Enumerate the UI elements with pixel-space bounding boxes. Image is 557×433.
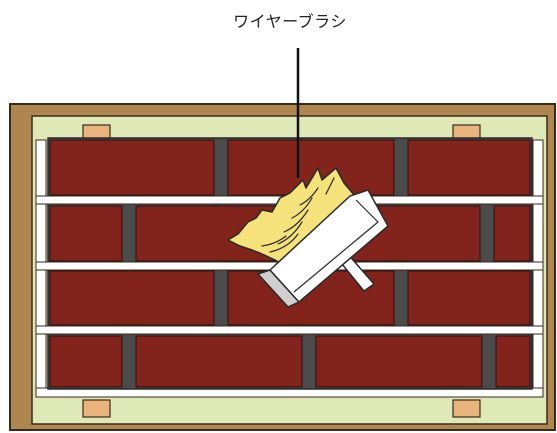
brush-block	[269, 189, 389, 303]
spacer-block-bottom-left	[82, 399, 111, 418]
brick	[495, 335, 531, 388]
brick	[49, 205, 123, 262]
brick	[49, 335, 123, 388]
wire-brush-icon	[227, 167, 389, 308]
brick	[407, 139, 531, 196]
brush-bristles	[227, 167, 356, 271]
brick	[49, 139, 215, 196]
brick	[135, 335, 303, 388]
wire-brush-label: ワイヤーブラシ	[233, 12, 347, 31]
bristle-lines	[261, 177, 335, 253]
brush-block-edge	[293, 199, 379, 293]
brick	[407, 270, 531, 326]
horizontal-rail	[35, 325, 544, 335]
brick	[49, 270, 215, 326]
brick	[315, 335, 483, 388]
spacer-block-bottom-right	[452, 399, 481, 418]
brick	[493, 205, 531, 262]
brick	[227, 139, 395, 196]
